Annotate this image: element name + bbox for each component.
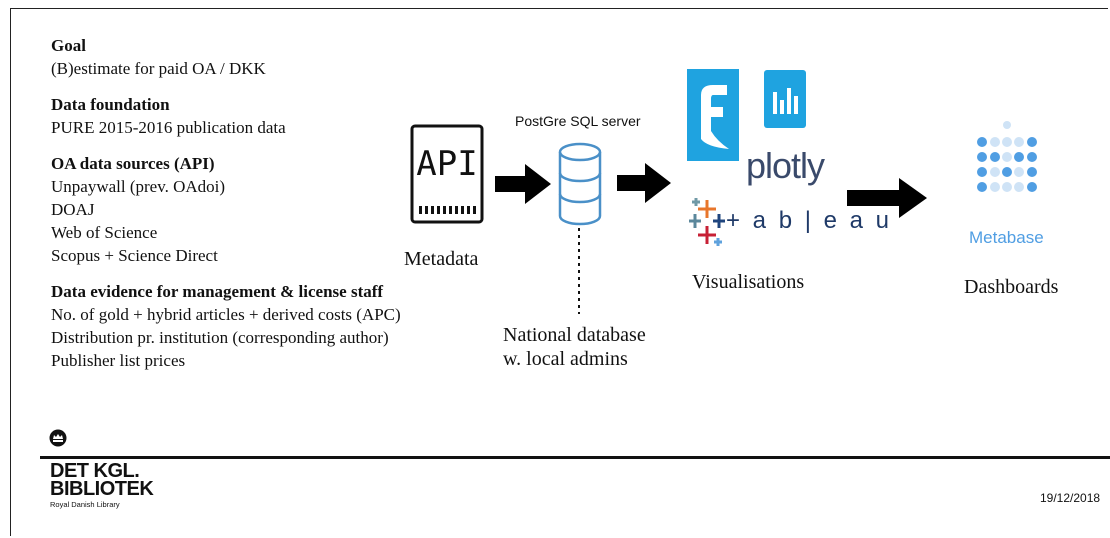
metadata-label: Metadata <box>404 248 479 270</box>
flourish-logo-icon <box>687 69 739 161</box>
national-db-label-2: w. local admins <box>503 348 628 370</box>
section-line: Publisher list prices <box>51 351 186 370</box>
section-oa-sources: OA data sources (API) Unpaywall (prev. O… <box>51 152 491 267</box>
section-goal: Goal (B)estimate for paid OA / DKK <box>51 34 491 80</box>
visualisations-label: Visualisations <box>692 271 805 293</box>
slide-date: 19/12/2018 <box>1040 491 1101 505</box>
arrow-right-icon <box>495 164 551 204</box>
org-logo: DET KGL. BIBLIOTEK Royal Danish Library <box>50 460 154 509</box>
org-name-line2: BIBLIOTEK <box>50 478 154 500</box>
tableau-logo-text: + a b | e a u <box>726 207 892 234</box>
section-data-evidence: Data evidence for management & license s… <box>51 280 491 372</box>
section-line: PURE 2015-2016 publication data <box>51 118 286 137</box>
dashboards-label: Dashboards <box>964 276 1059 298</box>
section-line: Web of Science <box>51 223 158 242</box>
database-icon <box>556 142 604 231</box>
org-subtitle: Royal Danish Library <box>50 500 120 509</box>
left-text-panel: Goal (B)estimate for paid OA / DKK Data … <box>51 34 491 385</box>
server-label: PostGre SQL server <box>515 113 641 129</box>
section-line: Unpaywall (prev. OAdoi) <box>51 177 226 196</box>
api-text: API <box>416 144 478 184</box>
section-line: (B)estimate for paid OA / DKK <box>51 59 266 78</box>
crown-icon <box>49 429 67 452</box>
plotly-logo-text: plotly <box>746 145 825 186</box>
arrow-right-icon <box>617 163 671 203</box>
footer-divider <box>40 456 1110 459</box>
chart-app-logo-icon <box>764 70 806 128</box>
metabase-logo-icon <box>974 120 1050 221</box>
org-name-line1: DET KGL. <box>50 460 140 482</box>
section-title: Goal <box>51 36 86 55</box>
section-line: Distribution pr. institution (correspond… <box>51 328 389 347</box>
section-data-foundation: Data foundation PURE 2015-2016 publicati… <box>51 93 491 139</box>
slide-frame <box>10 8 1108 536</box>
section-line: No. of gold + hybrid articles + derived … <box>51 305 401 324</box>
arrow-right-icon <box>847 178 927 218</box>
section-title: Data foundation <box>51 95 170 114</box>
metabase-logo-text: Metabase <box>969 228 1044 247</box>
section-title: OA data sources (API) <box>51 154 215 173</box>
dotted-connector <box>578 228 580 314</box>
section-line: DOAJ <box>51 200 95 219</box>
tableau-logo-icon <box>689 196 725 253</box>
national-db-label-1: National database <box>503 324 646 346</box>
section-line: Scopus + Science Direct <box>51 246 218 265</box>
section-title: Data evidence for management & license s… <box>51 282 384 301</box>
api-icon: API <box>409 124 485 224</box>
